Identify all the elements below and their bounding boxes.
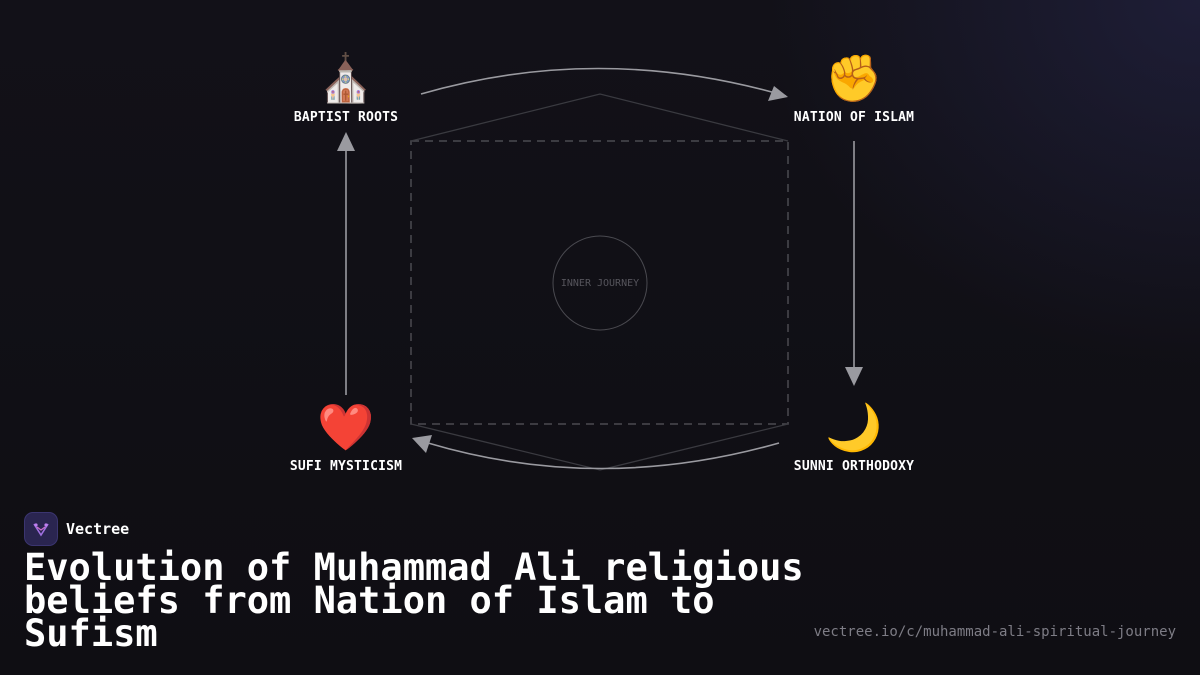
dashed-frame	[410, 140, 789, 425]
node-label-sufi-mysticism: SUFI MYSTICISM	[289, 459, 403, 474]
arrowhead-baptist-to-noi	[768, 86, 788, 101]
frame-top-roof	[410, 93, 789, 142]
node-nation-of-islam: ✊ NATION OF ISLAM	[774, 50, 934, 125]
church-icon: ⛪	[317, 51, 375, 105]
arrowhead-sunni-to-sufi	[412, 435, 432, 453]
node-sunni-orthodoxy: 🌙 SUNNI ORTHODOXY	[774, 399, 934, 474]
source-url[interactable]: vectree.io/c/muhammad-ali-spiritual-jour…	[813, 624, 1176, 640]
brand[interactable]: Vectree	[24, 512, 129, 546]
arrowhead-noi-to-sunni	[845, 367, 863, 386]
arrowhead-sufi-to-baptist	[337, 132, 355, 151]
node-label-sunni-orthodoxy: SUNNI ORTHODOXY	[793, 459, 915, 474]
inner-journey-circle	[552, 235, 648, 331]
cycle-diagram: INNER JOURNEY ⛪ BAPTIST ROOTS ✊ NATION O…	[266, 50, 934, 474]
node-baptist-roots: ⛪ BAPTIST ROOTS	[266, 50, 426, 125]
inner-journey-label: INNER JOURNEY	[560, 277, 640, 289]
node-label-nation-of-islam: NATION OF ISLAM	[793, 110, 915, 125]
red-heart-icon: ❤️	[317, 400, 375, 454]
brand-name: Vectree	[66, 520, 130, 538]
arrow-sunni-to-sufi	[427, 442, 780, 470]
frame-bottom-roof	[410, 423, 789, 471]
node-sufi-mysticism: ❤️ SUFI MYSTICISM	[266, 399, 426, 474]
arrow-baptist-to-noi	[420, 67, 787, 97]
diagram-canvas	[337, 67, 863, 471]
raised-fist-icon: ✊	[825, 51, 883, 105]
crescent-moon-icon: 🌙	[825, 400, 883, 454]
page-title: Evolution of Muhammad Ali religious beli…	[24, 546, 804, 655]
vectree-logo-icon	[24, 512, 58, 546]
node-label-baptist-roots: BAPTIST ROOTS	[293, 110, 399, 125]
